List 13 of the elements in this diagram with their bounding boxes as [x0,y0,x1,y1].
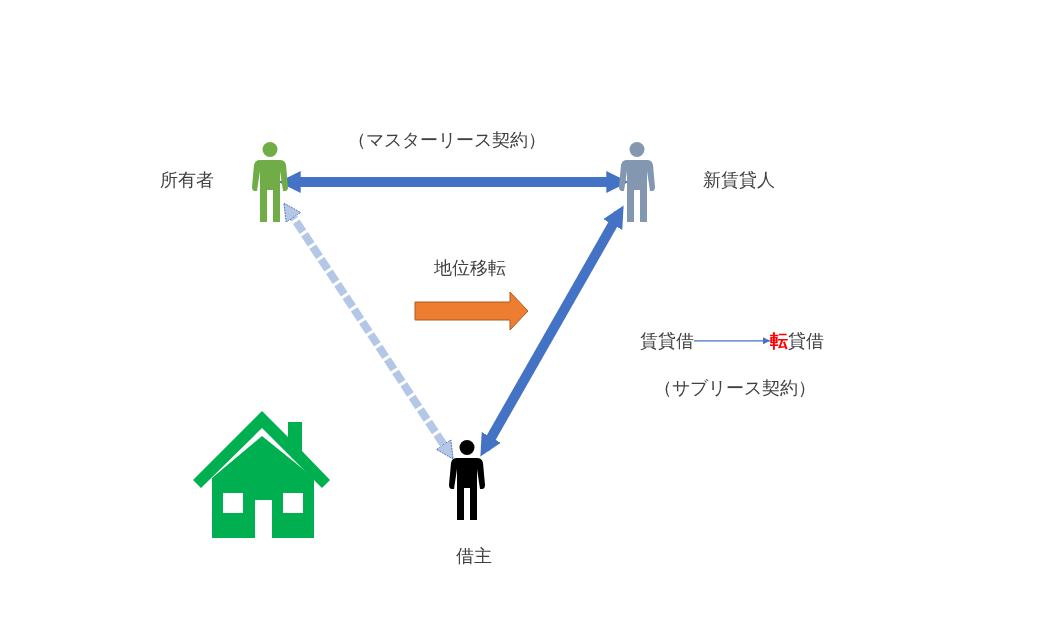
person-icon [619,142,655,222]
term-text: 転貸借 [770,330,824,352]
double-arrow [480,205,624,457]
role-label: 所有者 [160,169,214,191]
arrow [693,337,771,345]
term-text: 賃貸借 [640,330,694,352]
note-text: （サブリース契約） [654,377,816,399]
person-icon [449,440,485,520]
double-arrow [283,202,454,460]
role-label: 新賃貸人 [703,169,775,191]
person-icon [252,142,288,222]
note-text: 地位移転 [434,257,506,279]
role-label: 借主 [456,545,492,567]
